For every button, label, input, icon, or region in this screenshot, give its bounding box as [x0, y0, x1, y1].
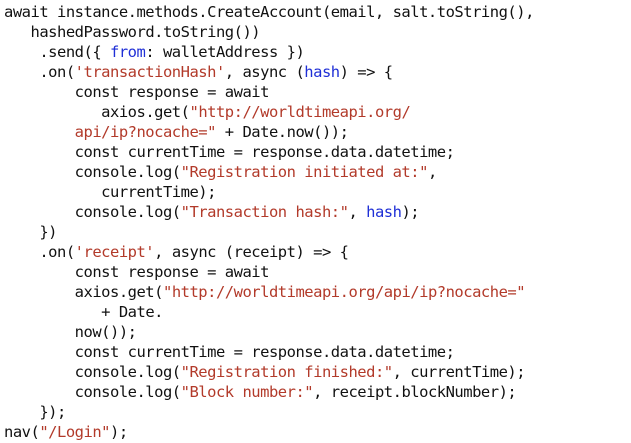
code-token-string: "Block number:": [180, 383, 314, 401]
code-line: }): [4, 222, 534, 242]
code-token-string: "Registration initiated at:": [180, 163, 429, 181]
code-token-plain: currentTime);: [101, 183, 216, 201]
code-indent: [4, 163, 75, 181]
code-listing: await instance.methods.CreateAccount(ema…: [4, 2, 534, 442]
code-indent: [4, 403, 39, 421]
code-token-plain: const response = await: [74, 83, 270, 101]
code-token-plain: ,: [348, 203, 367, 221]
code-line: nav("/Login");: [4, 422, 534, 442]
code-token-plain: );: [109, 423, 128, 441]
code-token-plain: : walletAddress }): [145, 43, 305, 61]
code-indent: [4, 363, 75, 381]
code-token-string: "Transaction hash:": [180, 203, 349, 221]
code-indent: [4, 23, 31, 41]
code-token-string: "/Login": [39, 423, 110, 441]
code-token-plain: ,: [427, 163, 437, 181]
code-line: console.log("Block number:", receipt.blo…: [4, 382, 534, 402]
code-token-plain: });: [39, 403, 66, 421]
code-token-plain: .send({: [39, 43, 110, 61]
code-line: hashedPassword.toString()): [4, 22, 534, 42]
code-token-plain: await instance.methods.CreateAccount(ema…: [4, 3, 534, 21]
code-line: const currentTime = response.data.dateti…: [4, 342, 534, 362]
code-token-plain: axios.get(: [74, 283, 164, 301]
code-token-plain: }): [39, 223, 57, 241]
code-line: const response = await: [4, 82, 534, 102]
code-line: const response = await: [4, 262, 534, 282]
code-line: console.log("Registration finished:", cu…: [4, 362, 534, 382]
code-indent: [4, 263, 75, 281]
code-token-plain: console.log(: [74, 163, 181, 181]
code-indent: [4, 63, 39, 81]
code-indent: [4, 83, 75, 101]
code-indent: [4, 343, 75, 361]
code-token-plain: nav(: [4, 423, 40, 441]
code-line: .on('receipt', async (receipt) => {: [4, 242, 534, 262]
code-line: currentTime);: [4, 182, 534, 202]
code-indent: [4, 123, 75, 141]
code-token-plain: now());: [74, 323, 137, 341]
code-token-plain: console.log(: [74, 363, 181, 381]
code-token-plain: const response = await: [74, 263, 270, 281]
code-token-keyword: from: [109, 43, 146, 61]
code-line: });: [4, 402, 534, 422]
code-token-plain: + Date.now());: [215, 123, 349, 141]
code-indent: [4, 183, 101, 201]
code-line: const currentTime = response.data.dateti…: [4, 142, 534, 162]
code-indent: [4, 43, 39, 61]
code-token-plain: , receipt.blockNumber);: [313, 383, 517, 401]
code-token-string: "Registration finished:": [180, 363, 393, 381]
code-token-plain: ) => {: [339, 63, 394, 81]
code-token-plain: const currentTime = response.data.dateti…: [74, 343, 455, 361]
code-token-string: "http://worldtimeapi.org/: [189, 103, 411, 121]
code-line: api/ip?nocache=" + Date.now());: [4, 122, 534, 142]
code-token-plain: axios.get(: [101, 103, 190, 121]
code-token-plain: hashedPassword.toString()): [30, 23, 261, 41]
code-indent: [4, 203, 75, 221]
code-token-plain: + Date.: [101, 303, 163, 321]
code-line: .on('transactionHash', async (hash) => {: [4, 62, 534, 82]
code-token-string: 'transactionHash': [74, 63, 226, 81]
code-token-plain: const currentTime = response.data.dateti…: [74, 143, 455, 161]
code-line: axios.get("http://worldtimeapi.org/: [4, 102, 534, 122]
code-token-string: 'receipt': [74, 243, 155, 261]
code-indent: [4, 243, 39, 261]
code-token-plain: console.log(: [74, 383, 181, 401]
code-token-keyword: hash: [304, 63, 340, 81]
code-indent: [4, 383, 75, 401]
code-line: now());: [4, 322, 534, 342]
code-line: console.log("Transaction hash:", hash);: [4, 202, 534, 222]
code-token-plain: .on(: [39, 63, 75, 81]
code-token-plain: );: [401, 203, 420, 221]
code-token-plain: , currentTime);: [392, 363, 526, 381]
code-indent: [4, 283, 75, 301]
code-token-plain: , async (receipt) => {: [154, 243, 349, 261]
code-token-keyword: hash: [366, 203, 402, 221]
code-token-plain: , async (: [224, 63, 305, 81]
code-line: + Date.: [4, 302, 534, 322]
code-token-plain: .on(: [39, 243, 75, 261]
code-token-string: api/ip?nocache=": [74, 123, 217, 141]
code-indent: [4, 103, 101, 121]
code-line: .send({ from: walletAddress }): [4, 42, 534, 62]
code-token-plain: console.log(: [74, 203, 181, 221]
code-line: await instance.methods.CreateAccount(ema…: [4, 2, 534, 22]
code-indent: [4, 323, 75, 341]
code-line: axios.get("http://worldtimeapi.org/api/i…: [4, 282, 534, 302]
code-line: console.log("Registration initiated at:"…: [4, 162, 534, 182]
code-indent: [4, 143, 75, 161]
code-indent: [4, 223, 39, 241]
code-indent: [4, 303, 101, 321]
code-token-string: "http://worldtimeapi.org/api/ip?nocache=…: [162, 283, 526, 301]
